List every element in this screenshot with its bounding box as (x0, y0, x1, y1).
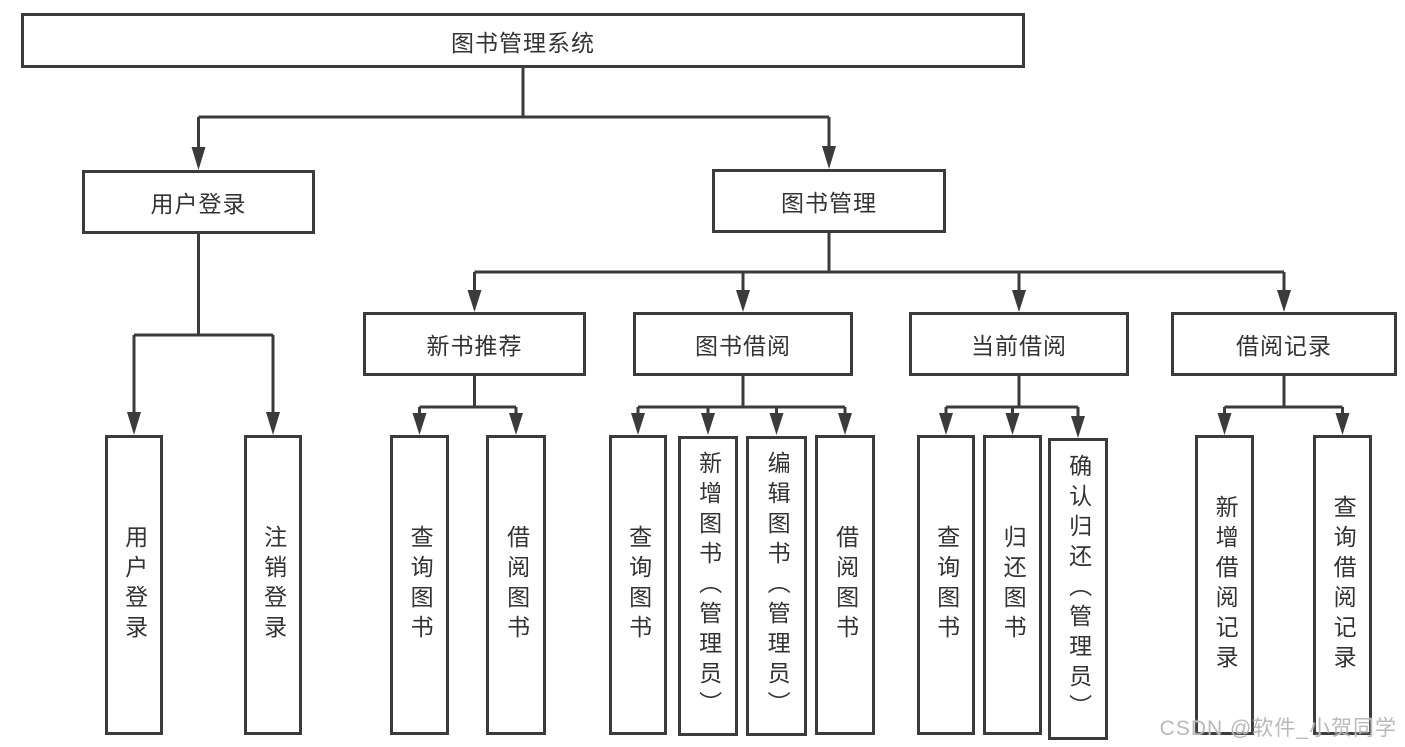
connector-current-borrow-children (939, 376, 1085, 438)
leaf-borrow-borrow-books: 借阅图书 (815, 435, 875, 735)
connector-new-book-children (412, 376, 523, 435)
leaf-newbook-borrow-books: 借阅图书 (486, 435, 546, 735)
leaf-logout: 注销登录 (244, 435, 302, 735)
node-new-book-recommend: 新书推荐 (363, 312, 586, 376)
connector-book-borrow-children (631, 376, 852, 435)
leaf-current-confirm-return-admin: 确认归还（管理员） (1048, 438, 1108, 740)
connector-borrow-records-children (1217, 376, 1350, 435)
leaf-borrow-add-books-admin: 新增图书（管理员） (678, 436, 738, 736)
leaf-records-query-record: 查询借阅记录 (1313, 435, 1372, 735)
node-root-system: 图书管理系统 (21, 13, 1025, 68)
leaf-records-add-record: 新增借阅记录 (1195, 435, 1254, 735)
csdn-watermark: CSDN @软件_小贺同学 (1159, 717, 1397, 740)
connector-book-management-to-level3 (467, 233, 1291, 312)
leaf-current-return-books: 归还图书 (983, 435, 1042, 735)
leaf-borrow-query-books: 查询图书 (609, 435, 667, 735)
connector-user-login-children (127, 234, 280, 435)
node-current-borrow: 当前借阅 (909, 312, 1129, 376)
leaf-newbook-query-books: 查询图书 (390, 435, 449, 735)
node-user-login: 用户登录 (82, 170, 315, 234)
node-book-management: 图书管理 (712, 169, 946, 233)
leaf-current-query-books: 查询图书 (917, 435, 975, 735)
leaf-borrow-edit-books-admin: 编辑图书（管理员） (746, 436, 807, 736)
connector-root-to-level2 (191, 68, 836, 170)
leaf-user-login: 用户登录 (105, 435, 163, 735)
node-book-borrow: 图书借阅 (633, 312, 853, 376)
node-borrow-records: 借阅记录 (1171, 312, 1397, 376)
